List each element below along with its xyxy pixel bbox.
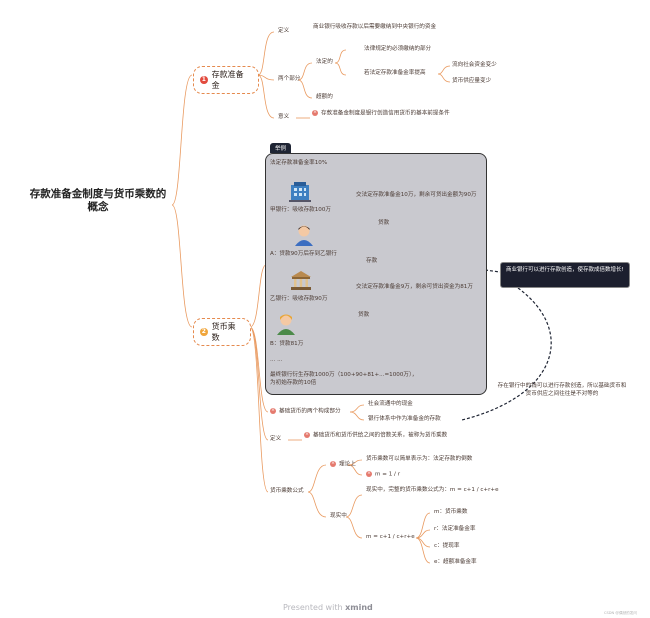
node-real-formula[interactable]: m = c+1 / c+r+e [366, 534, 415, 540]
node-effect-a[interactable]: 流向社会资金变少 [452, 62, 497, 68]
bank-temple-icon [291, 271, 311, 290]
node-definition-label[interactable]: 定义 [278, 28, 290, 34]
example-ellipsis: ... ... [270, 357, 283, 363]
node-formula-label[interactable]: 货币乘数公式 [270, 488, 304, 494]
node-excess-label[interactable]: 超额的 [316, 94, 333, 100]
person-a-icon [295, 225, 313, 246]
node-var-c[interactable]: c：提现率 [434, 543, 460, 549]
example-tag: 举例 [270, 143, 292, 153]
warning-icon: × [366, 471, 372, 477]
main-title: 存款准备金制度与货币乘数的概念 [29, 188, 167, 213]
watermark-text: Presented with [283, 603, 346, 612]
node-base-b[interactable]: 银行体系中作为准备金的存款 [368, 416, 441, 422]
node-theory-label[interactable]: ×理论上 [330, 461, 356, 469]
node-theory-formula[interactable]: ×m = 1 / r [366, 471, 400, 479]
example-bank-a: 甲银行：吸收存款100万 [270, 207, 332, 213]
node-meaning-label[interactable]: 意义 [278, 114, 290, 120]
node-statutory-a[interactable]: 法律规定的必须缴纳的部分 [364, 46, 432, 52]
example-rate: 法定存款准备金率10% [270, 160, 328, 166]
warning-icon: × [270, 408, 276, 414]
example-final: 最终银行衍生存款1000万（100+90+81+...=1000万），为初始存款… [270, 372, 418, 386]
branch-reserve[interactable]: 1 存款准备金 [193, 66, 259, 94]
example-bank-b: 乙银行：吸收存款90万 [270, 296, 328, 302]
note-base-money[interactable]: 存在银行中的钱可以进行存款创造，所以基础货币和货币供应之间往往是不对等的 [497, 383, 627, 397]
meaning-text: 存款准备金制度是银行创造信用货币的基本前提条件 [321, 110, 450, 117]
node-def-text[interactable]: ×基础货币和货币供给之间的倍数关系，被称为货币乘数 [304, 432, 454, 440]
person-b-icon [277, 314, 295, 335]
theory-label: 理论上 [339, 461, 356, 468]
base-label: 基础货币的两个构成部分 [279, 408, 341, 415]
node-statutory-b[interactable]: 若法定存款准备金率提高 [364, 70, 426, 76]
node-definition-text[interactable]: 商业银行吸收存款以后需要缴纳到中央银行的资金 [313, 24, 437, 30]
branch-number: 1 [200, 76, 208, 84]
node-base-a[interactable]: 社会流通中的现金 [368, 401, 413, 407]
example-bank-b-note: 交法定存款准备金9万，剩余可贷出资金为81万 [356, 284, 473, 290]
node-meaning-text[interactable]: ×存款准备金制度是银行创造信用货币的基本前提条件 [312, 110, 462, 118]
node-statutory-label[interactable]: 法定的 [316, 59, 333, 65]
node-var-r[interactable]: r：法定准备金率 [434, 526, 476, 532]
note-deposit-creation[interactable]: 商业银行可以进行存款创造，使存款成倍数增长! [500, 262, 630, 288]
node-var-m[interactable]: m：货币乘数 [434, 509, 468, 515]
example-loan-2: 贷款 [358, 312, 370, 318]
node-def-label[interactable]: 定义 [270, 436, 282, 442]
example-person-a: A：贷款90万后存到乙银行 [270, 251, 337, 257]
branch-number: 2 [200, 328, 208, 336]
node-base-label[interactable]: ×基础货币的两个构成部分 [270, 408, 341, 416]
warning-icon: × [304, 432, 310, 438]
bank-building-icon [289, 182, 311, 202]
node-real-label[interactable]: 现实中 [330, 513, 347, 519]
copyright: CSDN @偶然的发问 [604, 611, 637, 615]
watermark-brand: xmind [345, 603, 373, 612]
example-bank-a-note: 交法定存款准备金10万，剩余可贷出金额为90万 [356, 192, 477, 198]
node-parts-label[interactable]: 两个部分 [278, 76, 301, 82]
theory-formula: m = 1 / r [375, 471, 400, 478]
example-loan-1: 贷款 [378, 220, 390, 226]
warning-icon: × [312, 110, 318, 116]
branch-label: 存款准备金 [211, 70, 244, 90]
branch-money-multiplier[interactable]: 2 货币乘数 [193, 318, 251, 346]
watermark: Presented with xmind [283, 603, 373, 612]
node-real-text[interactable]: 现实中，完整的货币乘数公式为：m = c+1 / c+r+e [366, 487, 499, 493]
node-var-e[interactable]: e：超额准备金率 [434, 559, 477, 565]
def-text: 基础货币和货币供给之间的倍数关系，被称为货币乘数 [313, 432, 448, 439]
node-effect-b[interactable]: 货币供应量变少 [452, 78, 492, 84]
example-deposit: 存款 [366, 258, 378, 264]
node-theory-text[interactable]: 货币乘数可以简单表示为：法定存款的倒数 [366, 456, 473, 462]
example-person-b: B：贷款81万 [270, 341, 304, 347]
branch-label: 货币乘数 [211, 322, 236, 342]
warning-icon: × [330, 461, 336, 467]
